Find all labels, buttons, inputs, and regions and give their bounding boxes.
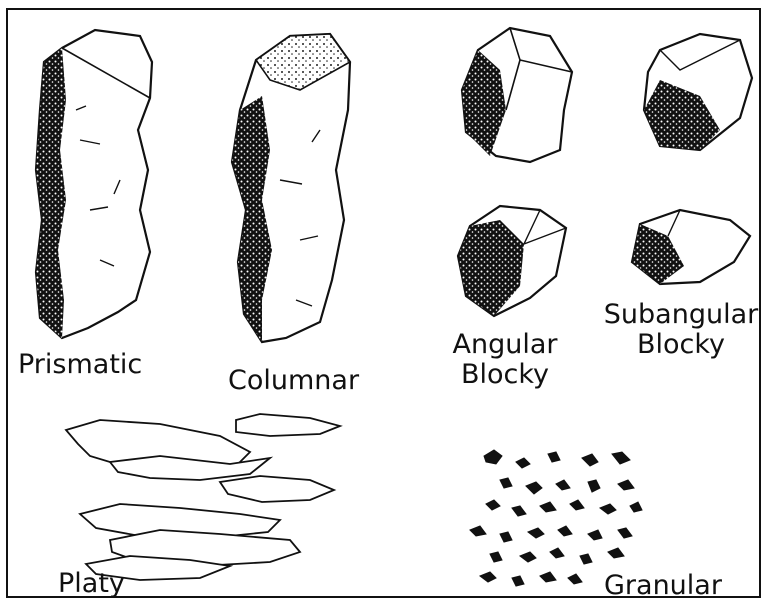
prismatic-illustration bbox=[36, 30, 152, 338]
label-subangular-blocky-line2: Blocky bbox=[596, 330, 766, 360]
label-angular-blocky-line1: Angular bbox=[430, 330, 580, 360]
label-columnar: Columnar bbox=[228, 366, 359, 396]
label-angular-blocky-line2: Blocky bbox=[430, 360, 580, 390]
label-subangular-blocky: Subangular Blocky bbox=[596, 300, 766, 360]
angular-blocky-bottom-illustration bbox=[458, 206, 566, 316]
angular-blocky-top-illustration bbox=[462, 28, 572, 162]
label-platy: Platy bbox=[58, 569, 125, 599]
subangular-blocky-top-illustration bbox=[644, 34, 752, 150]
label-granular: Granular bbox=[604, 571, 722, 601]
platy-illustration bbox=[66, 414, 340, 580]
label-subangular-blocky-line1: Subangular bbox=[596, 300, 766, 330]
columnar-illustration bbox=[232, 34, 350, 342]
granular-illustration bbox=[470, 450, 642, 586]
label-angular-blocky: Angular Blocky bbox=[430, 330, 580, 390]
subangular-blocky-bottom-illustration bbox=[632, 210, 750, 284]
label-prismatic: Prismatic bbox=[18, 350, 142, 380]
